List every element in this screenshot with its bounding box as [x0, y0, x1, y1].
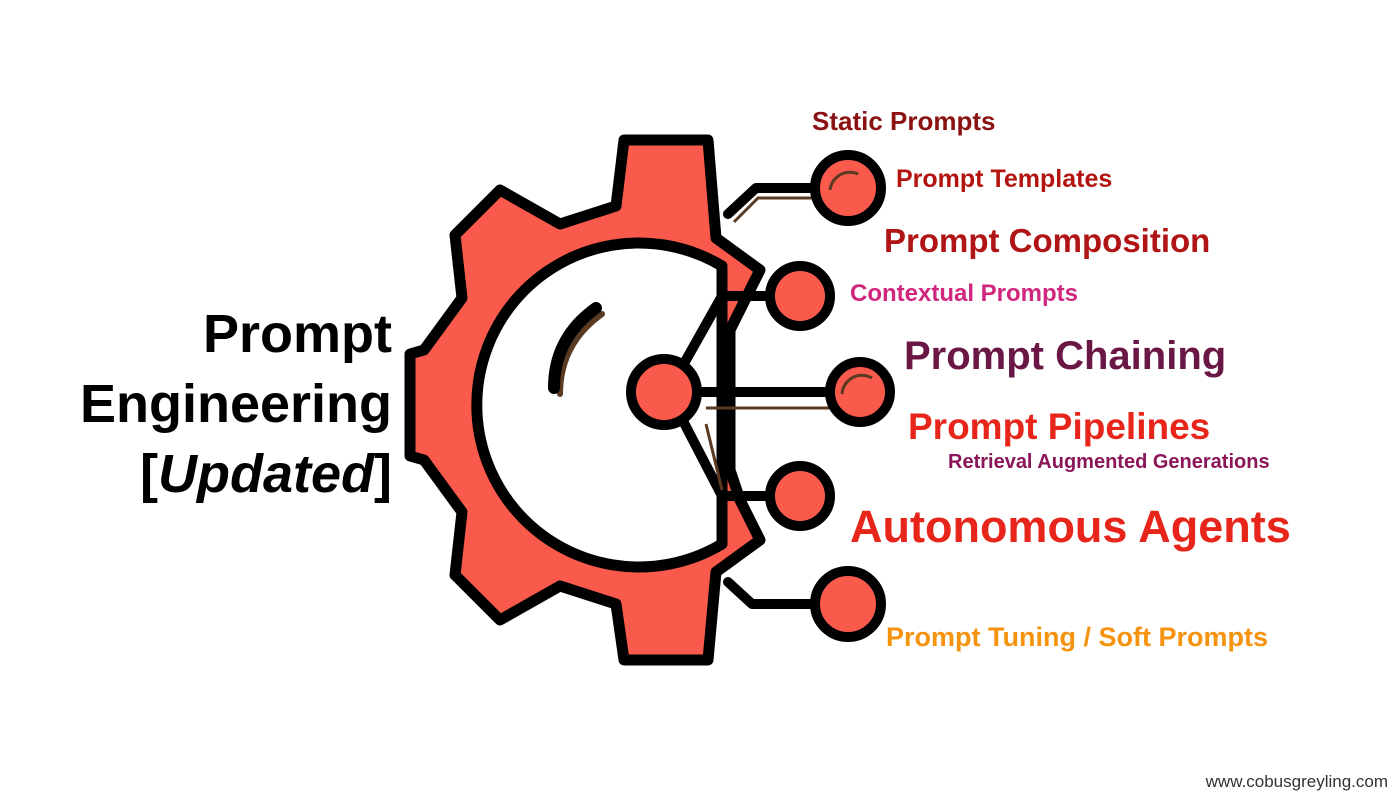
- label-prompt-templates: Prompt Templates: [896, 165, 1113, 193]
- title-line-2: Engineering: [79, 374, 392, 434]
- label-prompt-tuning: Prompt Tuning / Soft Prompts: [886, 622, 1268, 652]
- label-retrieval-augmented-generations: Retrieval Augmented Generations: [948, 451, 1270, 473]
- node-middle: [825, 357, 895, 427]
- connector-lines: [663, 183, 835, 609]
- title-italic: Updated: [158, 444, 375, 504]
- node-bottom: [810, 566, 886, 642]
- connector-nodes: [626, 150, 895, 642]
- title-line-1: Prompt: [203, 304, 392, 364]
- label-static-prompts: Static Prompts: [812, 106, 996, 136]
- node-top: [810, 150, 886, 226]
- title-bracket-close: ]: [374, 444, 392, 504]
- label-prompt-composition: Prompt Composition: [884, 222, 1211, 259]
- gear-hollow: [471, 237, 728, 573]
- title-bracket-open: [: [140, 444, 159, 504]
- label-autonomous-agents: Autonomous Agents: [850, 501, 1291, 552]
- node-center: [626, 354, 702, 430]
- connector-shadows: [704, 196, 830, 491]
- footer-url: www.cobusgreyling.com: [1205, 772, 1388, 791]
- label-prompt-chaining: Prompt Chaining: [904, 334, 1227, 378]
- node-upper: [765, 261, 835, 331]
- title-line-3: [Updated]: [140, 442, 392, 506]
- gear-highlight: [548, 302, 602, 394]
- label-prompt-pipelines: Prompt Pipelines: [908, 406, 1211, 447]
- node-lower: [765, 461, 835, 531]
- label-contextual-prompts: Contextual Prompts: [850, 280, 1079, 307]
- gear-highlight: [557, 311, 605, 397]
